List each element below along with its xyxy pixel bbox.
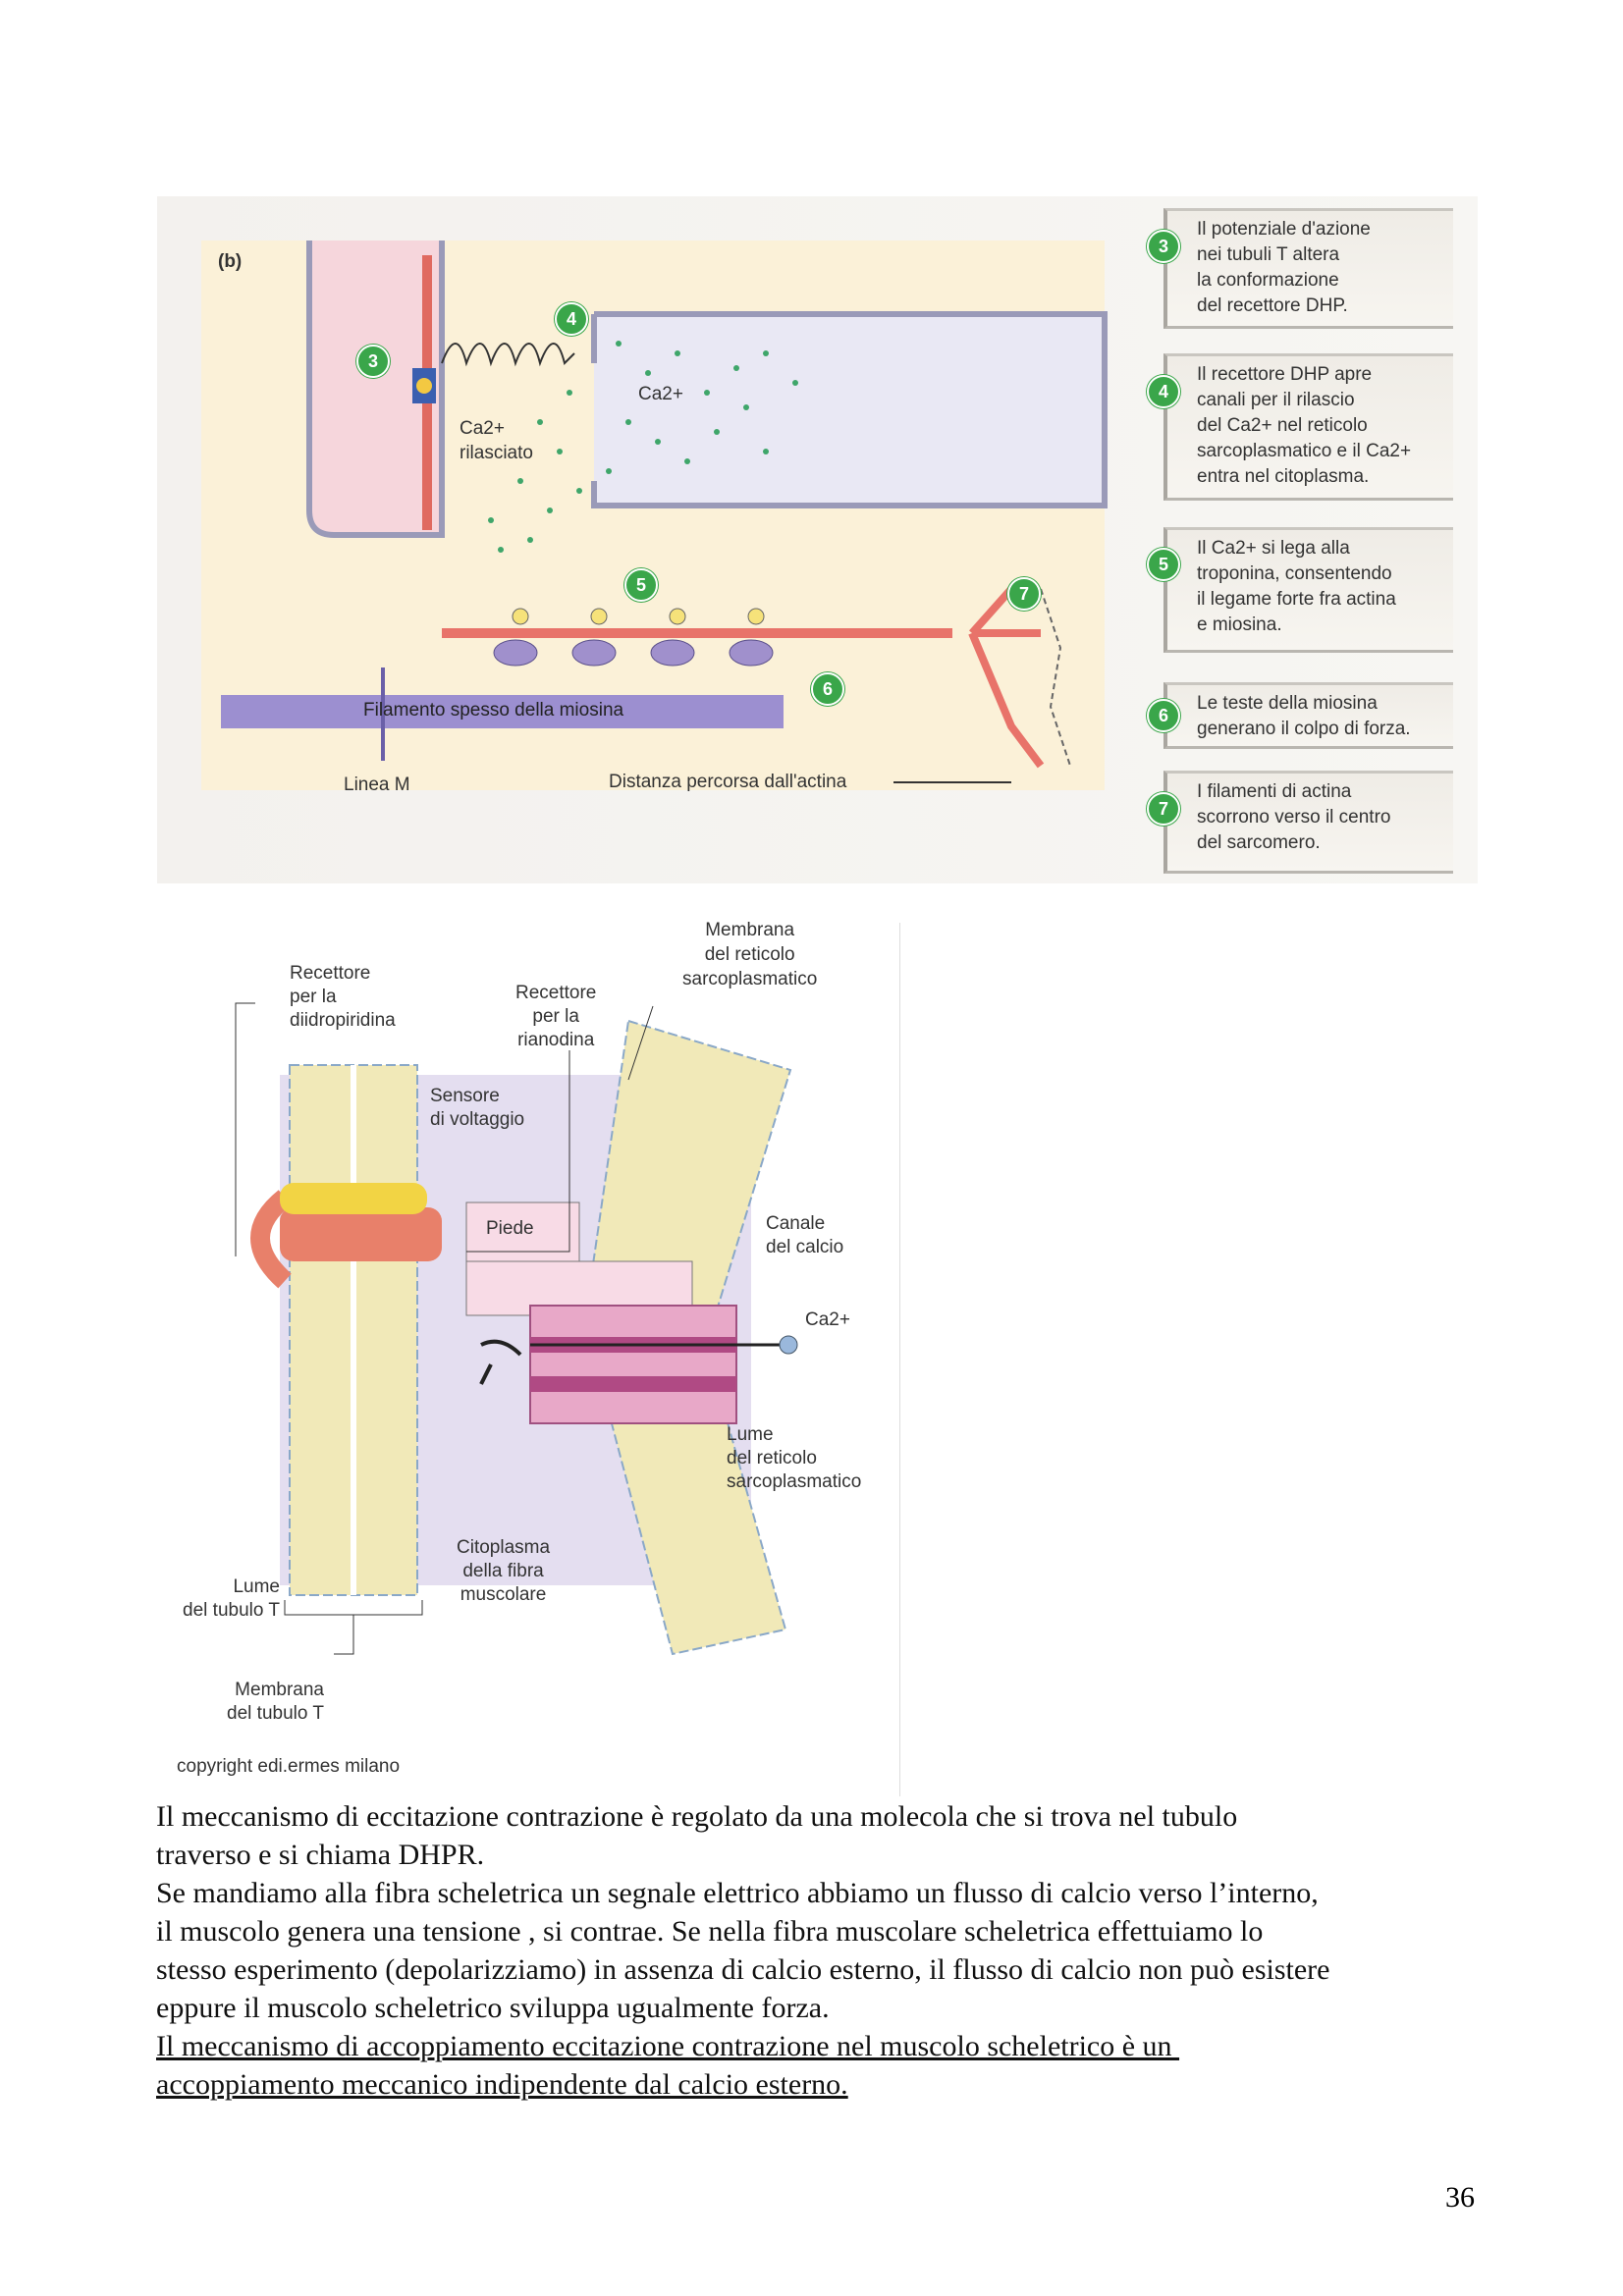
step-text: la conformazione xyxy=(1197,270,1339,291)
text-line: stesso esperimento (depolarizziamo) in a… xyxy=(156,1953,1330,1986)
m-line-label: Linea M xyxy=(344,774,410,795)
label-line: Sensore xyxy=(430,1086,500,1106)
step-badge-3: 3 xyxy=(356,345,390,378)
label-line: della fibra xyxy=(462,1561,544,1581)
step-text: Il recettore DHP apre xyxy=(1197,364,1373,385)
myosin-filament-label: Filamento spesso della miosina xyxy=(363,700,624,721)
label-line: del reticolo xyxy=(704,944,795,965)
sarcomere-diagram xyxy=(201,240,1108,790)
step-4-box: Il recettore DHP apre canali per il rilas… xyxy=(1163,353,1453,501)
label-line: Canale xyxy=(766,1213,826,1234)
step-badge-4: 4 xyxy=(555,302,588,336)
ca-label: Ca2+ xyxy=(638,384,683,404)
step-text: Le teste della miosina xyxy=(1197,693,1378,714)
panel-label: (b) xyxy=(218,251,243,272)
foot-label: Piede xyxy=(486,1218,534,1239)
calcium-channel-label: Canale del calcio xyxy=(766,1212,843,1259)
label-line: Membrana xyxy=(705,920,795,940)
step-3-box: Il potenziale d'azione nei tubuli T alter… xyxy=(1163,208,1453,329)
label-line: del tubulo T xyxy=(227,1703,324,1724)
actin-distance-label: Distanza percorsa dall'actina xyxy=(609,772,847,792)
label-line: Recettore xyxy=(290,963,371,984)
label-line: Lume xyxy=(233,1576,280,1597)
sr-membrane-label: Membrana del reticolo sarcoplasmatico xyxy=(682,918,817,991)
ryanodine-receptor-label: Recettore per la rianodina xyxy=(515,982,596,1052)
step-5-box: Il Ca2+ si lega alla troponina, consenten… xyxy=(1163,527,1453,653)
cytoplasm-label: Citoplasma della fibra muscolare xyxy=(457,1536,550,1607)
step-text: sarcoplasmatico e il Ca2+ xyxy=(1197,441,1412,461)
step-text: generano il colpo di forza. xyxy=(1197,719,1411,739)
step-text: scorrono verso il centro xyxy=(1197,807,1391,828)
step-badge-5: 5 xyxy=(624,568,658,602)
ca-released-label-2: rilasciato xyxy=(460,443,533,463)
step-text: I filamenti di actina xyxy=(1197,781,1352,802)
step-3-badge: 3 xyxy=(1147,230,1180,263)
step-6-badge: 6 xyxy=(1147,699,1180,732)
label-line: sarcoplasmatico xyxy=(682,969,818,989)
label-line: Lume xyxy=(727,1424,774,1445)
step-text: del Ca2+ nel reticolo xyxy=(1197,415,1368,436)
dhpr-ryanodine-figure: Membrana del reticolo sarcoplasmatico Rece… xyxy=(157,920,900,1796)
step-text: del recettore DHP. xyxy=(1197,295,1348,316)
label-line: diidropiridina xyxy=(290,1010,396,1031)
step-text: e miosina. xyxy=(1197,614,1282,635)
ca-ion-label: Ca2+ xyxy=(805,1309,850,1330)
step-badge-7: 7 xyxy=(1007,577,1041,611)
copyright-label: copyright edi.ermes milano xyxy=(177,1756,401,1777)
t-membrane-label: Membrana del tubulo T xyxy=(201,1679,324,1726)
step-text: il legame forte fra actina xyxy=(1197,589,1396,610)
step-text: nei tubuli T altera xyxy=(1197,244,1340,265)
step-4-badge: 4 xyxy=(1147,375,1180,408)
voltage-sensor-label: Sensore di voltaggio xyxy=(430,1085,524,1132)
receptor-diagram xyxy=(235,1002,798,1656)
label-line: muscolare xyxy=(460,1584,547,1605)
step-5-badge: 5 xyxy=(1147,548,1180,581)
dhp-receptor-label: Recettore per la diidropiridina xyxy=(290,962,396,1033)
text-line: traverso e si chiama DHPR. xyxy=(156,1839,485,1871)
label-line: sarcoplasmatico xyxy=(727,1471,862,1492)
label-line: del tubulo T xyxy=(183,1600,280,1621)
step-text: Il Ca2+ si lega alla xyxy=(1197,538,1350,559)
step-6-box: Le teste della miosina generano il colpo … xyxy=(1163,682,1453,749)
label-line: del reticolo xyxy=(727,1448,817,1468)
text-line: eppure il muscolo scheletrico sviluppa u… xyxy=(156,1992,830,2024)
t-lumen-label: Lume del tubulo T xyxy=(157,1575,280,1623)
step-7-badge: 7 xyxy=(1147,792,1180,826)
step-text: entra nel citoplasma. xyxy=(1197,466,1370,487)
step-badge-6: 6 xyxy=(811,672,844,706)
text-line: Il meccanismo di eccitazione contrazione… xyxy=(156,1800,1238,1833)
step-text: canali per il rilascio xyxy=(1197,390,1355,410)
ca-released-label-1: Ca2+ xyxy=(460,418,505,439)
step-7-box: I filamenti di actina scorrono verso il c… xyxy=(1163,771,1453,874)
page-number: 36 xyxy=(1445,2181,1475,2214)
label-line: del calcio xyxy=(766,1237,844,1257)
label-line: rianodina xyxy=(517,1030,595,1050)
step-text: del sarcomero. xyxy=(1197,832,1321,853)
text-line: il muscolo genera una tensione , si cont… xyxy=(156,1915,1264,1948)
text-line: Se mandiamo alla fibra scheletrica un se… xyxy=(156,1877,1319,1909)
underlined-conclusion: Il meccanismo di accoppiamento eccitazio… xyxy=(156,2030,1180,2062)
underlined-conclusion: accoppiamento meccanico indipendente dal… xyxy=(156,2068,848,2101)
label-line: Recettore xyxy=(515,983,597,1003)
paragraph-1: Il meccanismo di eccitazione contrazione… xyxy=(156,1797,1491,2104)
label-line: Citoplasma xyxy=(457,1537,551,1558)
label-line: Membrana xyxy=(235,1680,324,1700)
label-line: per la xyxy=(290,987,337,1007)
sr-lumen-label: Lume del reticolo sarcoplasmatico xyxy=(727,1423,861,1494)
step-text: Il potenziale d'azione xyxy=(1197,219,1371,240)
label-line: di voltaggio xyxy=(430,1109,525,1130)
step-text: troponina, consentendo xyxy=(1197,563,1392,584)
label-line: per la xyxy=(532,1006,579,1027)
